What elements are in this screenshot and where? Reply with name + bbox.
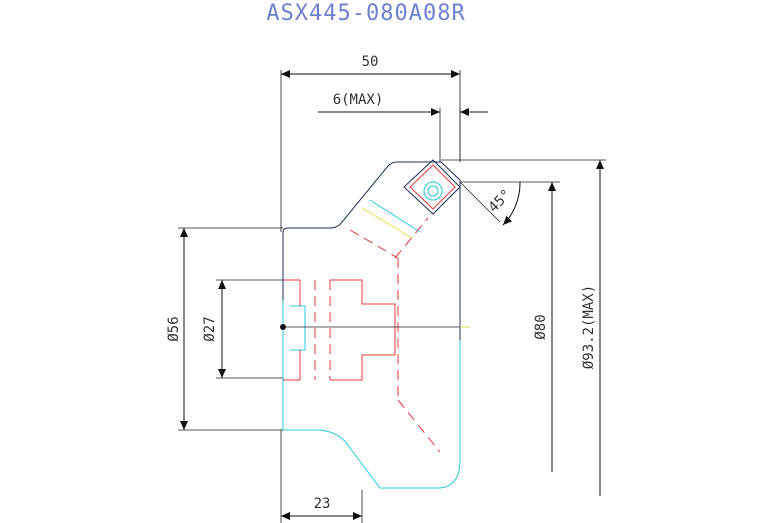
dim-max-diameter-label: Ø93.2(MAX) [581, 285, 597, 369]
dim-max-protrusion-label: 6(MAX) [333, 92, 384, 108]
body-contour [282, 300, 461, 489]
drawing-title: ASX445-080A08R [266, 1, 465, 26]
cutter-body-outline [282, 161, 461, 455]
chip-flute-line-2 [361, 207, 413, 239]
hub-step [290, 305, 306, 351]
dim-bore-diameter [216, 279, 283, 379]
dim-hub-width [280, 430, 363, 523]
dim-bore-diameter-label: Ø27 [202, 316, 218, 341]
chip-flute-line [369, 199, 421, 233]
dim-angle [459, 181, 560, 226]
dim-max-protrusion [318, 108, 488, 162]
center-point [280, 324, 286, 330]
dim-hub-diameter [178, 227, 283, 431]
insert [403, 159, 461, 215]
dim-length-label: 50 [362, 54, 379, 70]
dim-max-diameter [441, 159, 606, 496]
hidden-features [283, 217, 441, 453]
dim-hub-diameter-label: Ø56 [166, 316, 182, 341]
dim-hub-width-label: 23 [314, 496, 331, 512]
dim-cutter-diameter-label: Ø80 [533, 314, 549, 339]
